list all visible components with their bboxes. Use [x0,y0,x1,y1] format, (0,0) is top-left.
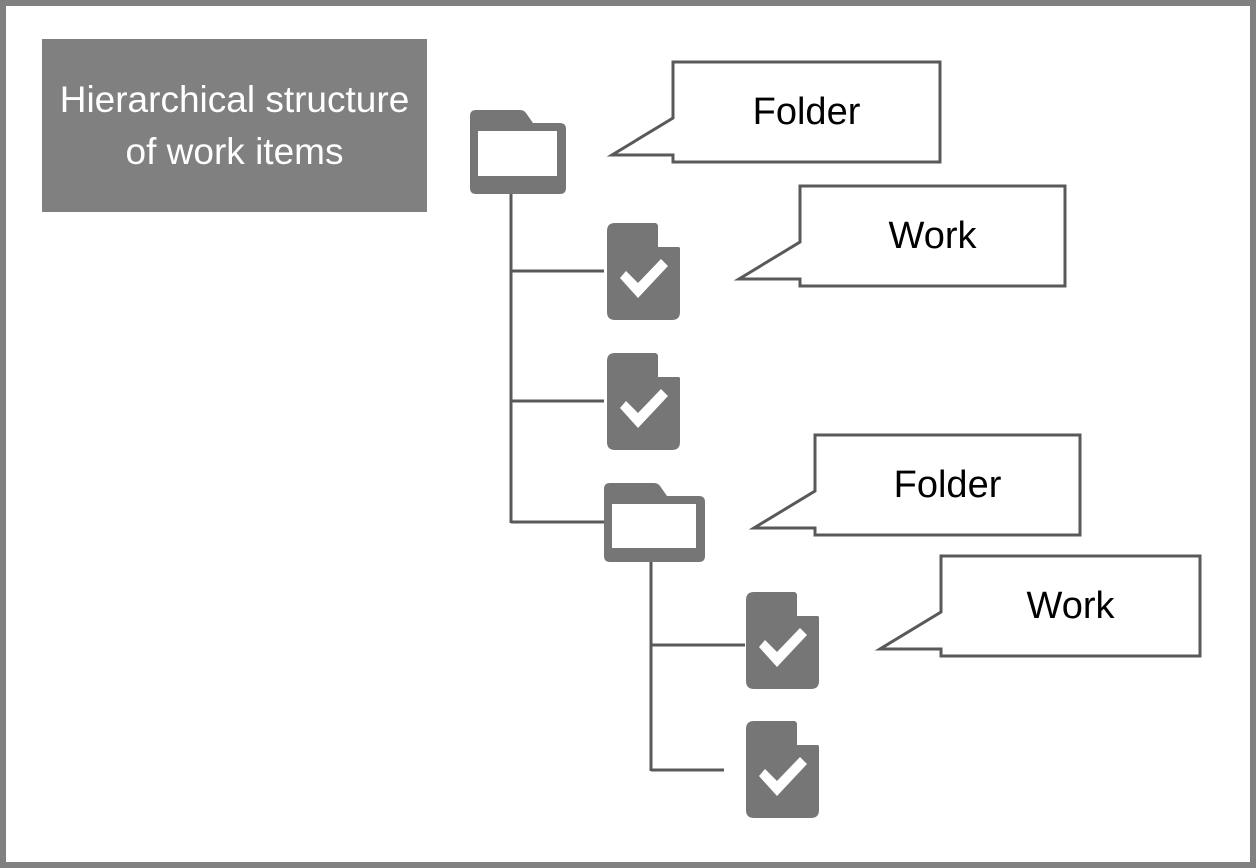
callout-work-2-label: Work [1026,584,1115,627]
work-item-icon[interactable] [746,721,820,818]
callout-work-1[interactable] [733,184,1067,288]
tree-connectors [509,190,745,772]
callout-folder-1-label: Folder [752,90,861,133]
work-item-icon[interactable] [607,223,681,320]
work-item-icon[interactable] [746,592,820,689]
callout-folder-2[interactable] [748,433,1082,537]
callout-folder-2-label: Folder [893,463,1002,506]
work-item-icon[interactable] [607,353,681,450]
callout-work-2[interactable] [874,554,1202,658]
folder-icon[interactable] [470,110,566,194]
title-text: Hierarchical structure of work items [59,79,410,172]
callout-work-1-label: Work [888,214,977,257]
callout-folder-1[interactable] [606,60,942,164]
folder-icon[interactable] [604,483,705,562]
title-box: Hierarchical structure of work items [42,39,427,212]
